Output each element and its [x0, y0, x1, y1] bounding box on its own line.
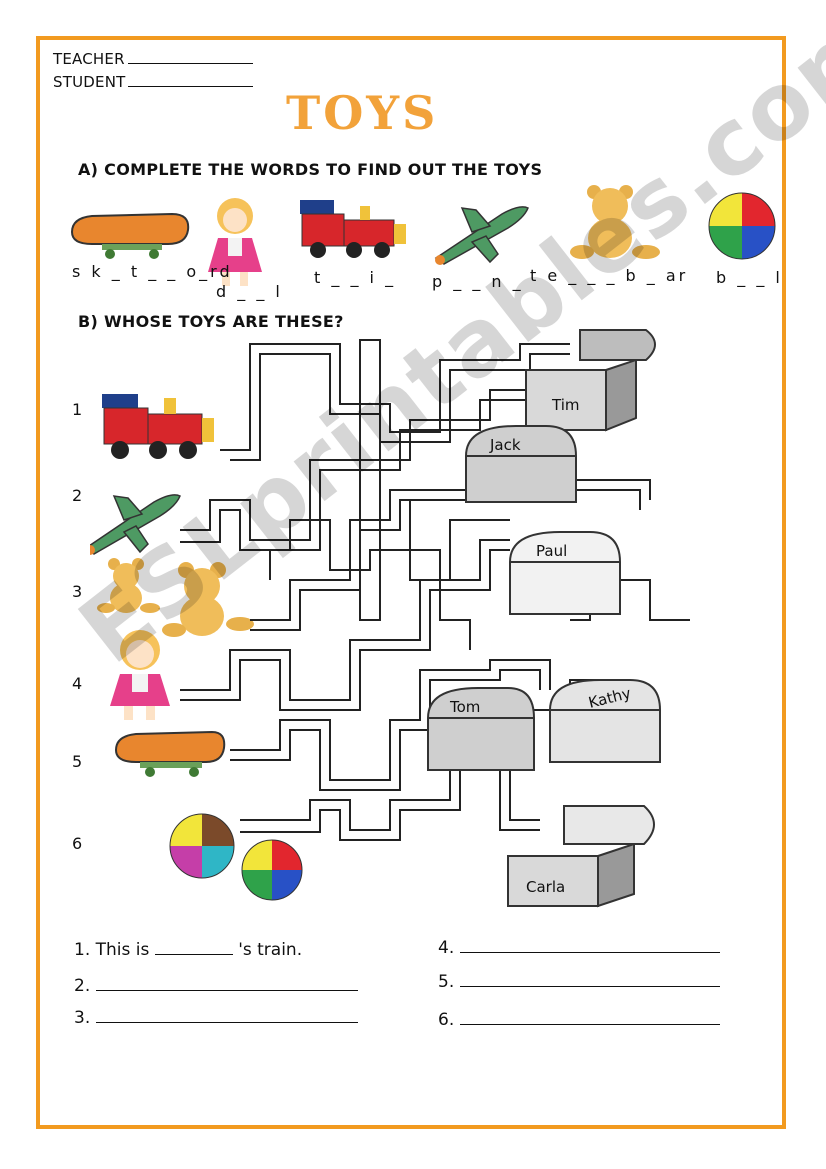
ball-icon: [169, 813, 235, 879]
blank-train[interactable]: t _ _ i _: [314, 268, 397, 287]
student-blank[interactable]: [128, 74, 254, 87]
answer-4: 4.: [438, 938, 720, 958]
teacher-label: TEACHER: [53, 50, 125, 68]
plane-icon: [434, 206, 529, 265]
section-b-heading: B) WHOSE TOYS ARE THESE?: [78, 312, 344, 331]
teddy-bear-icon: [162, 562, 254, 637]
chest-label-paul: Paul: [536, 542, 567, 560]
chest-paul: Paul: [509, 531, 621, 615]
blank-plane[interactable]: p _ _ n _: [432, 272, 524, 291]
answer-1-suffix: 's train.: [238, 940, 303, 960]
chest-carla: Carla: [507, 805, 655, 908]
chest-jack: Jack: [465, 425, 577, 503]
answer-3: 3.: [74, 1008, 358, 1028]
answer-6-number: 6.: [438, 1010, 455, 1030]
answer-4-blank[interactable]: [459, 938, 720, 953]
skateboard-icon: [114, 730, 226, 777]
answer-1-prefix: This is: [95, 940, 150, 960]
chest-tim: Tim: [525, 329, 656, 432]
answer-1: 1. This is 's train.: [74, 940, 302, 960]
blank-ball[interactable]: b _ _ l: [716, 268, 783, 287]
section-a-pictures: [70, 185, 776, 286]
chest-label-tom: Tom: [449, 698, 480, 716]
maze-paths: [180, 339, 690, 841]
teacher-blank[interactable]: [127, 51, 253, 64]
number-1: 1: [72, 400, 83, 419]
answer-1-blank[interactable]: [154, 940, 233, 955]
answer-3-blank[interactable]: [95, 1008, 358, 1023]
doll-icon: [208, 198, 262, 286]
blank-teddy-bear[interactable]: t e _ _ _ b _ ar: [530, 266, 689, 285]
student-line: STUDENT: [53, 73, 254, 91]
answer-6-blank[interactable]: [459, 1010, 720, 1025]
chest-label-tim: Tim: [551, 396, 579, 414]
number-4: 4: [72, 674, 83, 693]
page-title: TOYS: [286, 86, 439, 140]
ball-icon: [241, 839, 303, 901]
answer-2-number: 2.: [74, 976, 91, 996]
section-a-heading: A) COMPLETE THE WORDS TO FIND OUT THE TO…: [78, 160, 543, 179]
chest-label-jack: Jack: [489, 436, 521, 454]
page-border: [36, 36, 786, 1129]
ball-icon: [708, 192, 776, 260]
answer-5: 5.: [438, 972, 720, 992]
train-icon: [300, 200, 406, 258]
teddy-bear-icon: [97, 558, 160, 613]
maze-area: Tim Jack Paul Tom Kathy Carla: [90, 329, 690, 908]
skateboard-icon: [70, 212, 190, 259]
answer-5-number: 5.: [438, 972, 455, 992]
number-6: 6: [72, 834, 83, 853]
answer-4-number: 4.: [438, 938, 455, 958]
plane-icon: [90, 494, 181, 555]
answer-5-blank[interactable]: [459, 972, 720, 987]
student-label: STUDENT: [53, 73, 126, 91]
blank-skateboard[interactable]: s k _ t _ _ o_rd: [72, 262, 233, 281]
number-2: 2: [72, 486, 83, 505]
chest-tom: Tom: [427, 687, 535, 771]
answer-3-number: 3.: [74, 1008, 91, 1028]
answer-2-blank[interactable]: [95, 976, 358, 991]
chest-kathy: Kathy: [549, 679, 661, 763]
teddy-bear-icon: [570, 185, 660, 259]
answer-2: 2.: [74, 976, 358, 996]
train-icon: [102, 394, 214, 459]
doll-icon: [110, 630, 170, 720]
chest-label-carla: Carla: [526, 878, 565, 896]
answer-6: 6.: [438, 1010, 720, 1030]
number-5: 5: [72, 752, 83, 771]
teacher-line: TEACHER: [53, 50, 253, 68]
answer-1-number: 1.: [74, 940, 91, 960]
number-3: 3: [72, 582, 83, 601]
blank-doll[interactable]: d _ _ l: [216, 282, 283, 301]
